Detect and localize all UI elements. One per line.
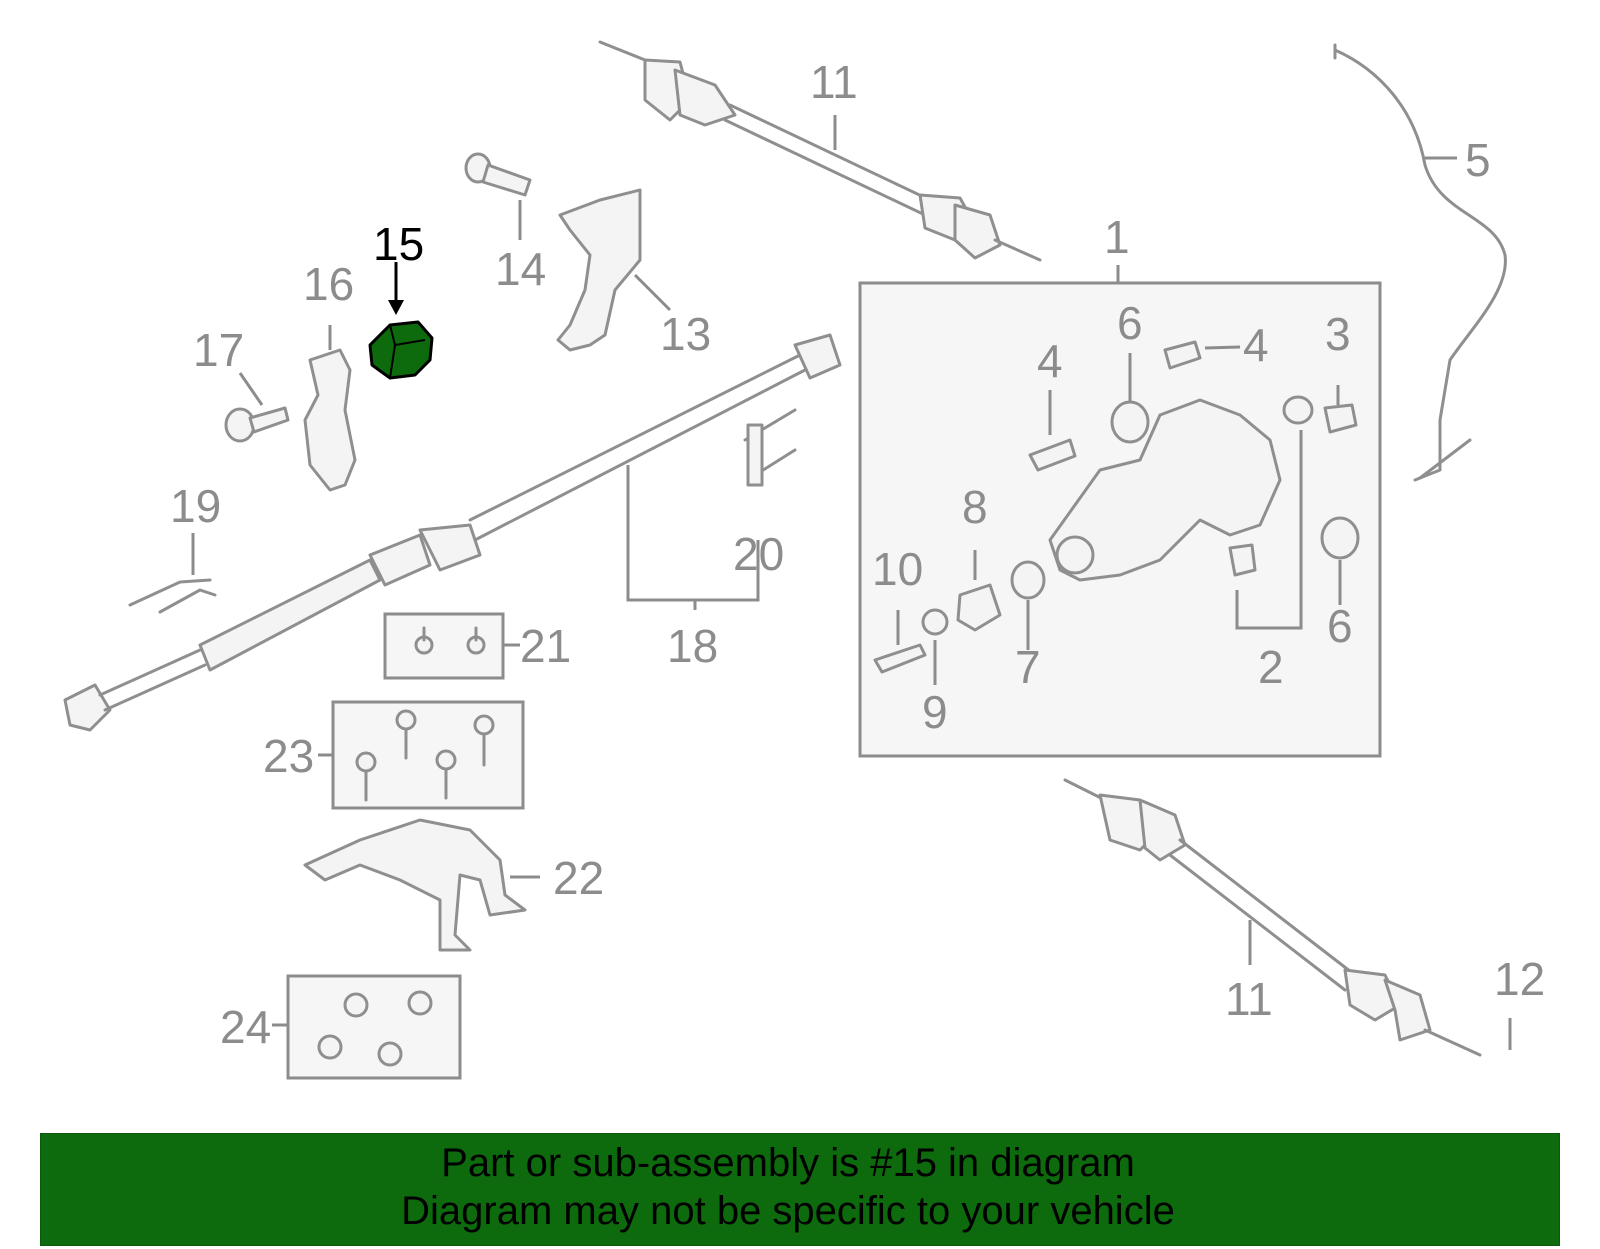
callout-10: 10 (872, 543, 923, 595)
callout-6a: 6 (1117, 297, 1143, 349)
callout-17: 17 (193, 324, 244, 376)
callout-11a: 11 (810, 56, 858, 108)
banner-line-disclaimer: Diagram may not be specific to your vehi… (401, 1189, 1175, 1233)
callout-11b: 11 (1225, 973, 1273, 1025)
crossmember-part[interactable] (303, 818, 527, 952)
callout-22: 22 (553, 852, 604, 904)
clip-pin-part[interactable] (128, 578, 217, 614)
leader-lines (191, 115, 1512, 1050)
nut-set-box-24 (286, 974, 462, 1080)
bracket-part[interactable] (556, 188, 642, 352)
callout-5: 5 (1465, 134, 1491, 186)
lower-axle-shaft-part[interactable] (1063, 778, 1482, 1057)
bolt-part[interactable] (464, 152, 532, 197)
small-parts-box-1[interactable] (873, 340, 1360, 674)
callout-14: 14 (495, 243, 546, 295)
callout-8: 8 (962, 481, 988, 533)
callout-13: 13 (660, 308, 711, 360)
callout-15: 15 (373, 218, 424, 270)
callout-24: 24 (220, 1001, 271, 1053)
callout-4b: 4 (1243, 319, 1269, 371)
differential-housing-part[interactable] (1048, 398, 1282, 582)
callout-12: 12 (1494, 953, 1545, 1005)
callout-18: 18 (667, 620, 718, 672)
support-bracket-part[interactable] (303, 348, 357, 492)
callout-labels: 1 2 3 4 4 5 6 6 7 8 9 10 11 11 12 13 14 … (170, 56, 1545, 1053)
link-part[interactable] (743, 408, 797, 487)
nut-set-24-parts[interactable] (317, 990, 433, 1067)
callout-16: 16 (303, 258, 354, 310)
highlighted-nut-part-15[interactable] (368, 320, 434, 380)
callout-4a: 4 (1037, 335, 1063, 387)
callout-6b: 6 (1327, 600, 1353, 652)
info-banner: Part or sub-assembly is #15 in diagram D… (40, 1133, 1560, 1246)
banner-line-part-number: Part or sub-assembly is #15 in diagram (441, 1141, 1135, 1185)
callout-1: 1 (1104, 211, 1130, 263)
flange-bolt-part[interactable] (224, 406, 290, 443)
upper-axle-shaft-part[interactable] (598, 40, 1042, 262)
callout-20: 20 (733, 528, 784, 580)
propeller-shaft-part[interactable] (63, 333, 842, 732)
vent-hose-part[interactable] (1333, 43, 1507, 482)
callout-2: 2 (1258, 641, 1284, 693)
callout-9: 9 (922, 686, 948, 738)
bolt-set-23-parts[interactable] (355, 709, 495, 802)
callout-19: 19 (170, 480, 221, 532)
callout-7: 7 (1015, 641, 1041, 693)
callout-21: 21 (520, 620, 571, 672)
callout-23: 23 (263, 730, 314, 782)
callout-3: 3 (1325, 308, 1351, 360)
bolt-set-21-parts[interactable] (414, 626, 486, 655)
